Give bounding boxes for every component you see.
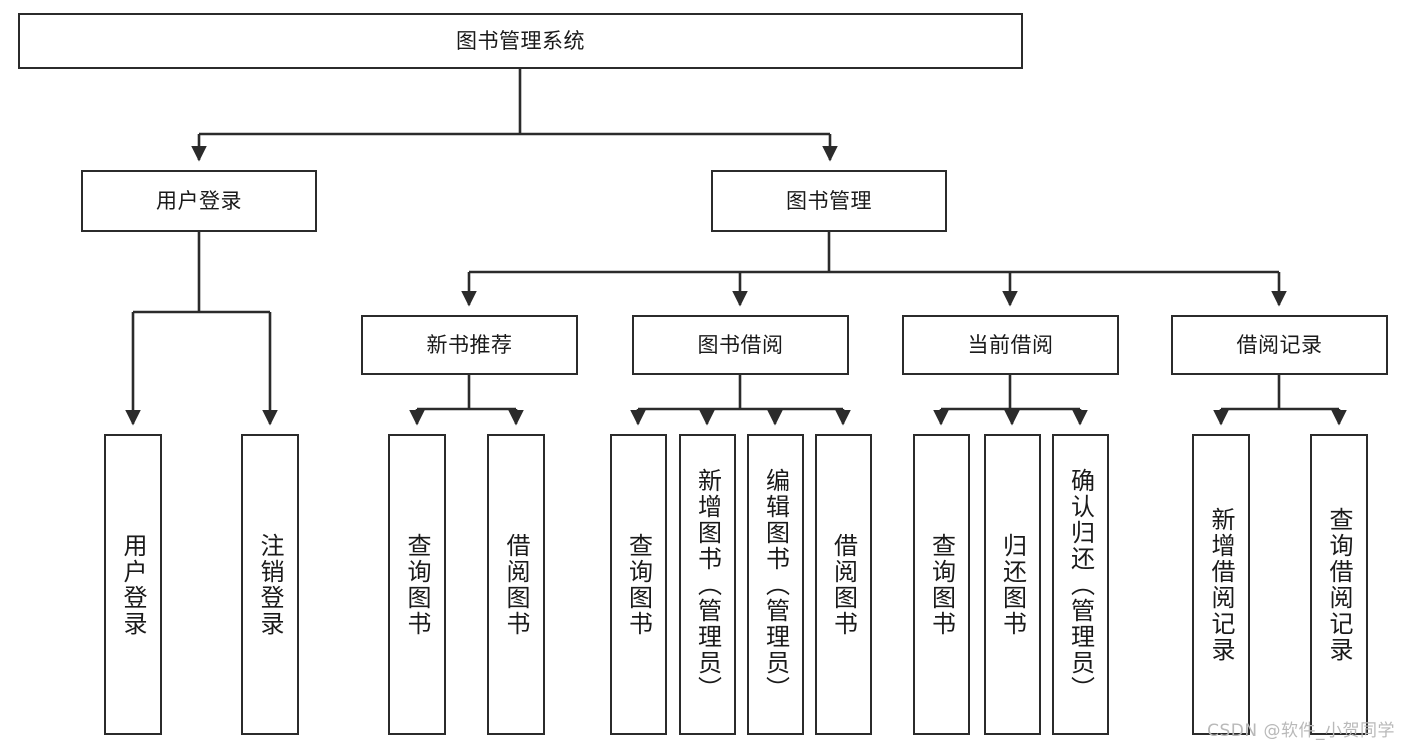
node-leaf-query-book-1[interactable]: 查询图书 [388,434,446,735]
node-leaf-user-login[interactable]: 用户登录 [104,434,162,735]
node-new-book-rec[interactable]: 新书推荐 [361,315,578,375]
node-current-borrow[interactable]: 当前借阅 [902,315,1119,375]
node-leaf-query-record-label: 查询借阅记录 [1325,506,1353,663]
node-leaf-edit-book-label: 编辑图书（管理员） [761,467,790,702]
node-leaf-query-book-2-label: 查询图书 [624,532,653,637]
node-leaf-user-logout[interactable]: 注销登录 [241,434,299,735]
node-book-borrow-label: 图书借阅 [697,332,784,357]
node-book-borrow[interactable]: 图书借阅 [632,315,849,375]
node-leaf-return-book[interactable]: 归还图书 [984,434,1041,735]
node-leaf-add-book-label: 新增图书（管理员） [693,467,722,702]
node-leaf-user-logout-label: 注销登录 [256,532,284,637]
node-root[interactable]: 图书管理系统 [18,13,1023,69]
node-leaf-borrow-book-2[interactable]: 借阅图书 [815,434,872,735]
watermark-text: CSDN @软件_小贺同学 [1207,721,1395,741]
node-root-label: 图书管理系统 [456,28,585,53]
node-leaf-confirm-return-label: 确认归还（管理员） [1066,467,1095,702]
node-leaf-borrow-book-2-label: 借阅图书 [829,532,858,637]
node-leaf-borrow-book-1-label: 借阅图书 [502,532,530,637]
node-leaf-confirm-return[interactable]: 确认归还（管理员） [1052,434,1109,735]
node-leaf-add-record-label: 新增借阅记录 [1207,506,1235,663]
node-user-login-label: 用户登录 [156,188,242,213]
node-new-book-rec-label: 新书推荐 [426,332,513,357]
node-leaf-query-book-2[interactable]: 查询图书 [610,434,667,735]
node-leaf-query-book-3-label: 查询图书 [927,532,956,637]
node-leaf-query-book-3[interactable]: 查询图书 [913,434,970,735]
node-leaf-query-record[interactable]: 查询借阅记录 [1310,434,1368,735]
node-leaf-add-book[interactable]: 新增图书（管理员） [679,434,736,735]
node-leaf-query-book-1-label: 查询图书 [403,532,431,637]
node-book-manage[interactable]: 图书管理 [711,170,947,232]
node-leaf-user-login-label: 用户登录 [119,532,147,637]
node-current-borrow-label: 当前借阅 [967,332,1054,357]
node-borrow-record-label: 借阅记录 [1236,332,1323,357]
node-user-login[interactable]: 用户登录 [81,170,317,232]
node-leaf-borrow-book-1[interactable]: 借阅图书 [487,434,545,735]
node-borrow-record[interactable]: 借阅记录 [1171,315,1388,375]
node-leaf-edit-book[interactable]: 编辑图书（管理员） [747,434,804,735]
node-leaf-add-record[interactable]: 新增借阅记录 [1192,434,1250,735]
node-book-manage-label: 图书管理 [786,188,872,213]
node-leaf-return-book-label: 归还图书 [998,532,1027,637]
